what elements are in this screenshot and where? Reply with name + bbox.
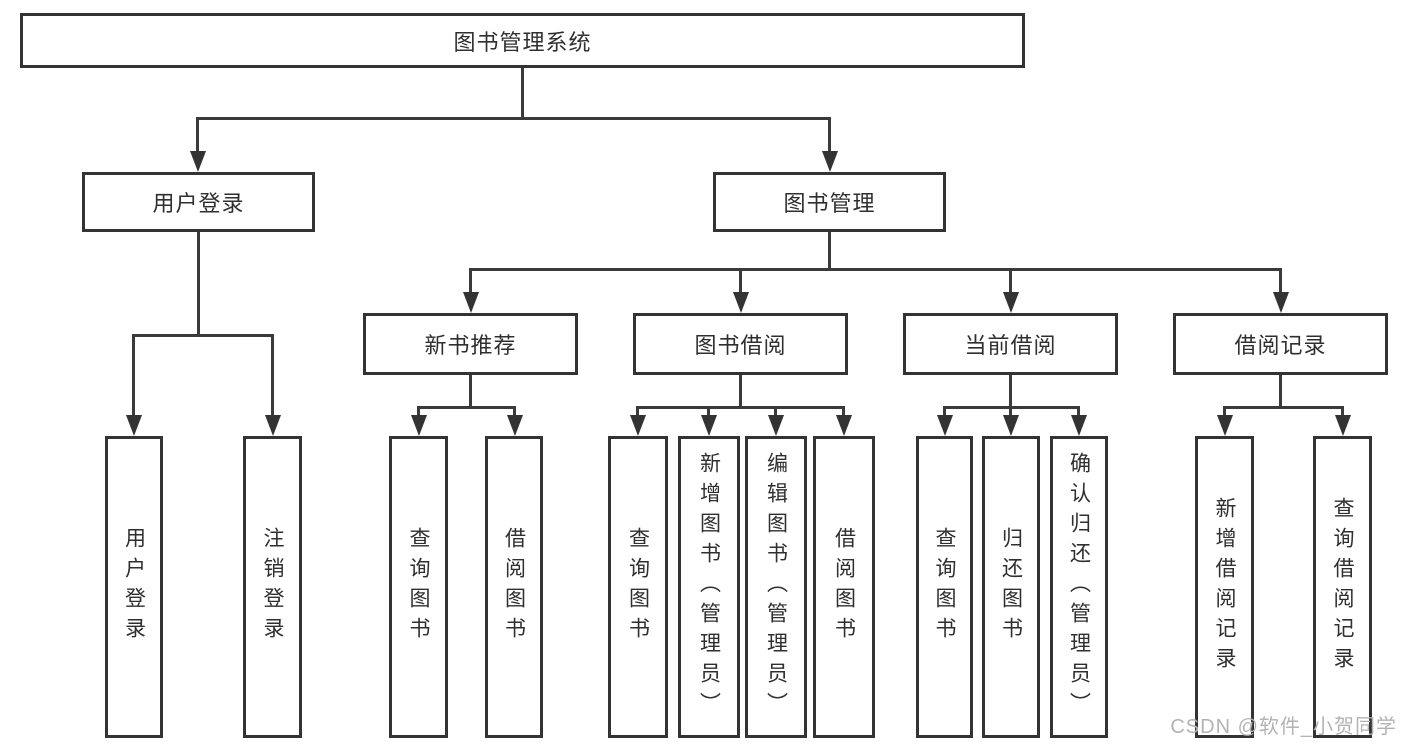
arrowhead-down-icon (411, 415, 427, 436)
connector-vline (943, 406, 946, 419)
leaf-borrow-books: 借阅图书 (813, 436, 875, 738)
connector-vline (636, 406, 639, 419)
connector-vline (774, 406, 777, 419)
connector-vline (196, 117, 199, 155)
connector-vline (513, 406, 516, 419)
connector-vline (1009, 375, 1012, 409)
leaf-return-books: 归还图书 (982, 436, 1040, 738)
node-new-book-recommend: 新书推荐 (363, 313, 578, 375)
connector-vline (828, 232, 831, 270)
connector-hline (417, 406, 516, 409)
leaf-edit-books-admin: 编辑图书（管理员） (745, 436, 807, 738)
connector-vline (828, 117, 831, 155)
arrowhead-down-icon (630, 415, 646, 436)
arrowhead-down-icon (265, 415, 281, 436)
connector-hline (132, 334, 274, 337)
connector-vline (1279, 268, 1282, 296)
connector-vline (469, 375, 472, 409)
leaf-logout: 注销登录 (243, 436, 302, 738)
leaf-add-books-admin: 新增图书（管理员） (678, 436, 740, 738)
connector-vline (739, 375, 742, 409)
arrowhead-down-icon (733, 292, 749, 313)
node-borrow-records: 借阅记录 (1173, 313, 1388, 375)
connector-vline (1077, 406, 1080, 419)
connector-hline (196, 117, 830, 120)
leaf-confirm-return-admin: 确认归还（管理员） (1050, 436, 1108, 738)
connector-vline (1009, 406, 1012, 419)
connector-vline (417, 406, 420, 419)
leaf-borrow-books: 借阅图书 (485, 436, 543, 738)
node-book-borrow: 图书借阅 (633, 313, 848, 375)
connector-vline (197, 232, 200, 336)
watermark-text: CSDN @软件_小贺同学 (1170, 716, 1397, 738)
arrowhead-down-icon (768, 415, 784, 436)
arrowhead-down-icon (126, 415, 142, 436)
connector-vline (739, 268, 742, 296)
connector-vline (1009, 268, 1012, 296)
connector-vline (469, 268, 472, 296)
connector-vline (271, 334, 274, 418)
leaf-query-books: 查询图书 (608, 436, 668, 738)
connector-vline (1279, 375, 1282, 409)
node-user-login: 用户登录 (82, 172, 315, 232)
connector-hline (636, 406, 845, 409)
arrowhead-down-icon (1273, 292, 1289, 313)
connector-hline (469, 268, 1282, 271)
arrowhead-down-icon (1217, 415, 1233, 436)
arrowhead-down-icon (937, 415, 953, 436)
connector-vline (1341, 406, 1344, 419)
node-book-management: 图书管理 (713, 172, 946, 232)
connector-vline (132, 334, 135, 418)
arrowhead-down-icon (1003, 292, 1019, 313)
leaf-query-borrow-record: 查询借阅记录 (1313, 436, 1372, 738)
arrowhead-down-icon (190, 151, 206, 172)
connector-vline (521, 68, 524, 119)
arrowhead-down-icon (1071, 415, 1087, 436)
arrowhead-down-icon (1003, 415, 1019, 436)
arrowhead-down-icon (701, 415, 717, 436)
leaf-user-login: 用户登录 (105, 436, 163, 738)
arrowhead-down-icon (463, 292, 479, 313)
node-library-system: 图书管理系统 (20, 13, 1025, 68)
arrowhead-down-icon (836, 415, 852, 436)
connector-vline (1223, 406, 1226, 419)
connector-vline (707, 406, 710, 419)
arrowhead-down-icon (822, 151, 838, 172)
connector-vline (842, 406, 845, 419)
node-current-borrow: 当前借阅 (903, 313, 1118, 375)
leaf-query-books: 查询图书 (389, 436, 448, 738)
leaf-query-books: 查询图书 (916, 436, 973, 738)
connector-hline (1223, 406, 1343, 409)
arrowhead-down-icon (507, 415, 523, 436)
leaf-add-borrow-record: 新增借阅记录 (1195, 436, 1254, 738)
arrowhead-down-icon (1335, 415, 1351, 436)
